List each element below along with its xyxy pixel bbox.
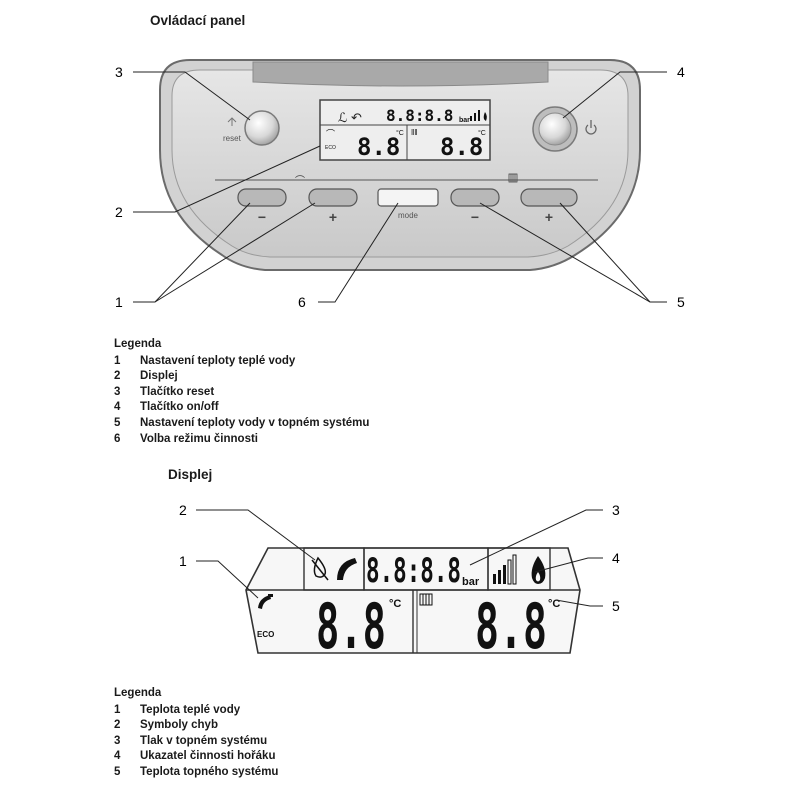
panel-lcd-pressure: 8.8:8.8 — [386, 106, 453, 125]
dhw-minus-label: − — [258, 209, 266, 225]
heating-minus-button[interactable] — [450, 188, 500, 207]
display-right-temp: 8.8 — [475, 590, 547, 663]
burner-box — [487, 547, 551, 591]
tap-icon: ⌒ — [295, 175, 305, 187]
reset-icon — [227, 117, 237, 126]
svg-text:°C: °C — [478, 129, 486, 137]
display-callout-3: 3 — [612, 502, 620, 518]
power-icon — [585, 120, 597, 135]
reset-button[interactable] — [244, 110, 280, 146]
tap-icon — [337, 558, 357, 580]
display-callout-1: 1 — [179, 553, 187, 569]
panel-lcd-right-temp: 8.8 — [440, 133, 483, 161]
dhw-plus-button[interactable] — [308, 188, 358, 207]
svg-text:⌒: ⌒ — [326, 129, 335, 139]
panel-callout-6: 6 — [298, 294, 306, 310]
control-panel-diagram: reset ℒ ↶ 8.8:8.8 bar ⌒ ECO 8.8 °C ‖‖ 8.… — [115, 59, 685, 310]
panel-lcd: ℒ ↶ 8.8:8.8 bar ⌒ ECO 8.8 °C ‖‖ 8.8 °C — [319, 99, 491, 161]
svg-text:ECO: ECO — [325, 145, 336, 151]
heating-plus-label: + — [545, 209, 553, 225]
display-pressure-digits: 8.8:8.8 — [366, 551, 461, 591]
panel-leader-lines — [133, 71, 667, 303]
svg-text:bar: bar — [459, 117, 470, 124]
right-degree-label: °C — [548, 598, 560, 610]
display-callout-5: 5 — [612, 598, 620, 614]
svg-text:ℒ ↶: ℒ ↶ — [338, 110, 362, 125]
dhw-plus-label: + — [329, 209, 337, 225]
reset-label: reset — [223, 134, 242, 143]
display-left-temp: 8.8 — [316, 590, 386, 663]
signal-bars-icon — [493, 554, 517, 585]
svg-text:°C: °C — [396, 129, 404, 137]
heating-minus-label: − — [471, 209, 479, 225]
display-legend-title: Legenda — [114, 687, 162, 699]
panel-callout-4: 4 — [677, 64, 685, 80]
panel-lcd-left-temp: 8.8 — [357, 133, 400, 161]
display-callout-2: 2 — [179, 502, 187, 518]
mode-button[interactable] — [377, 188, 439, 207]
heating-plus-button[interactable] — [520, 188, 578, 207]
panel-callout-3: 3 — [115, 64, 123, 80]
panel-legend-title: Legenda — [114, 338, 162, 350]
flame-icon — [531, 556, 546, 584]
panel-callout-1: 1 — [115, 294, 123, 310]
display-diagram: 8.8:8.8 bar ECO 8.8 °C 8.8 °C 2 3 1 4 5 — [179, 502, 620, 663]
svg-text:‖‖: ‖‖ — [411, 128, 418, 137]
panel-callout-2: 2 — [115, 204, 123, 220]
mode-label: mode — [398, 211, 419, 220]
panel-title: Ovládací panel — [150, 13, 246, 28]
tap-icon — [258, 594, 273, 609]
display-pressure-unit: bar — [462, 576, 480, 588]
error-drop-icon — [311, 556, 329, 581]
panel-callout-5: 5 — [677, 294, 685, 310]
left-degree-label: °C — [389, 598, 401, 610]
radiator-icon — [508, 173, 518, 183]
display-callout-4: 4 — [612, 550, 620, 566]
display-leader-lines — [196, 509, 603, 607]
display-title: Displej — [168, 467, 213, 482]
dhw-minus-button[interactable] — [237, 188, 287, 207]
eco-label: ECO — [257, 630, 274, 639]
panel-top-strip — [252, 61, 549, 87]
radiator-icon — [419, 593, 433, 606]
